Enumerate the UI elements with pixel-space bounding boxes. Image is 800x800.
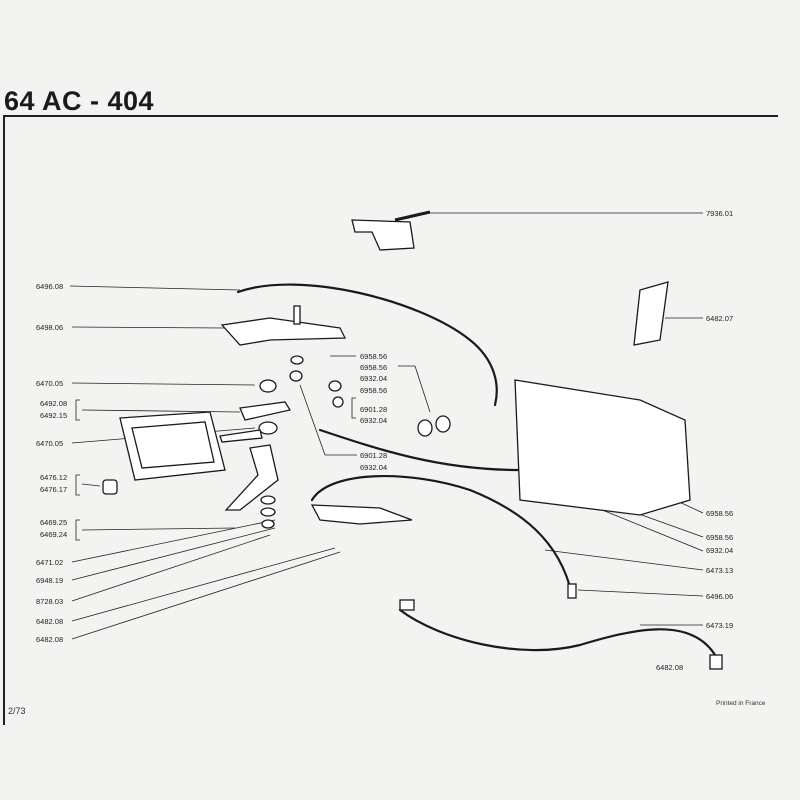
- part-label: 6932.04: [360, 416, 388, 425]
- leader-line: [71, 527, 276, 581]
- washer-6470-05-b: [258, 421, 278, 435]
- bracket-6482-07: [633, 281, 669, 346]
- part-label: 6492.15: [40, 411, 68, 420]
- lever-6469-25: [224, 444, 279, 511]
- part-label: 6958.56: [360, 352, 388, 361]
- bracket-lower: [310, 504, 413, 525]
- part-label: 8728.03: [36, 597, 64, 606]
- part-label: 6496.06: [706, 592, 734, 601]
- leader-line: [71, 547, 336, 622]
- spring-7936-01: [394, 210, 431, 222]
- part-label: 6958.56: [360, 386, 388, 395]
- leader-line: [81, 483, 101, 487]
- part-label: 6958.56: [706, 509, 734, 518]
- leader-line: [71, 326, 226, 329]
- bracket: [75, 519, 80, 541]
- heater-unit: [514, 379, 691, 516]
- leader-line: [544, 549, 704, 571]
- cable-6496-06: [310, 474, 574, 597]
- leader-line: [71, 534, 271, 602]
- frame-left-border: [3, 115, 5, 725]
- part-label: 6901.28: [360, 451, 388, 460]
- part-label: 6932.04: [360, 463, 388, 472]
- bracket: [75, 474, 80, 496]
- part-label: 6476.17: [40, 485, 68, 494]
- lever-plate-6498-06: [220, 317, 347, 346]
- leader-line: [71, 382, 256, 386]
- part-label: 6948.19: [36, 576, 64, 585]
- leader-line: [414, 365, 431, 413]
- knob-6476-12: [102, 479, 118, 495]
- cable-6496-08: [236, 283, 498, 407]
- leader-line: [299, 384, 326, 456]
- printed-note: Printed in France: [716, 700, 766, 707]
- leader-line: [69, 285, 241, 291]
- washer-6948-19: [261, 519, 275, 529]
- part-label: 6482.08: [36, 635, 64, 644]
- clamp-6482-08: [399, 599, 415, 611]
- part-label: 6901.28: [360, 405, 388, 414]
- washer-6958-56-b: [417, 419, 433, 437]
- control-bezel-inner: [131, 421, 215, 469]
- page-number: 2/73: [8, 706, 26, 716]
- bracket: [75, 399, 80, 421]
- part-label: 6469.25: [40, 518, 68, 527]
- part-label: 7936.01: [706, 209, 734, 218]
- part-label: 6958.56: [360, 363, 388, 372]
- cable-6473-19: [398, 608, 717, 657]
- part-label: 6932.04: [706, 546, 734, 555]
- page-title: 64 AC - 404: [4, 86, 155, 116]
- leader-line: [577, 589, 704, 597]
- spring-post: [293, 305, 301, 325]
- part-label: 6482.08: [36, 617, 64, 626]
- part-label: 6476.12: [40, 473, 68, 482]
- part-label: 6492.08: [40, 399, 68, 408]
- lever-6492-08: [239, 401, 292, 421]
- part-label: 6473.13: [706, 566, 734, 575]
- leader-line: [81, 527, 236, 531]
- part-label: 6470.05: [36, 379, 64, 388]
- leader-line: [589, 504, 704, 552]
- frame-top-border: [3, 115, 778, 117]
- washer-6932-04: [289, 370, 303, 382]
- part-label: 6470.05: [36, 439, 64, 448]
- leader-line: [81, 409, 241, 413]
- part-label: 6958.56: [706, 533, 734, 542]
- bracket: [351, 397, 356, 419]
- washer-6901-28: [332, 396, 344, 408]
- part-label: 6932.04: [360, 374, 388, 383]
- part-label: 6469.24: [40, 530, 68, 539]
- part-label: 6473.19: [706, 621, 734, 630]
- lever-arm: [219, 429, 263, 443]
- clamp-6473-13: [567, 583, 577, 599]
- leader-line: [71, 551, 341, 640]
- spring-6471-02: [260, 495, 276, 505]
- part-label: 6482.08: [656, 663, 684, 672]
- washer-6470-05: [259, 379, 277, 393]
- part-label: 6498.06: [36, 323, 64, 332]
- part-label: 6496.08: [36, 282, 64, 291]
- spring-6471-02-b: [260, 507, 276, 517]
- washer-6958-56-c: [328, 380, 342, 392]
- part-label: 6482.07: [706, 314, 734, 323]
- leader-line: [71, 519, 276, 563]
- washer-6958-56: [290, 355, 304, 365]
- washer-6932-04-b: [435, 415, 451, 433]
- part-label: 6471.02: [36, 558, 64, 567]
- bracket-7936-01: [351, 219, 415, 251]
- clamp-6482-08-c: [709, 654, 723, 670]
